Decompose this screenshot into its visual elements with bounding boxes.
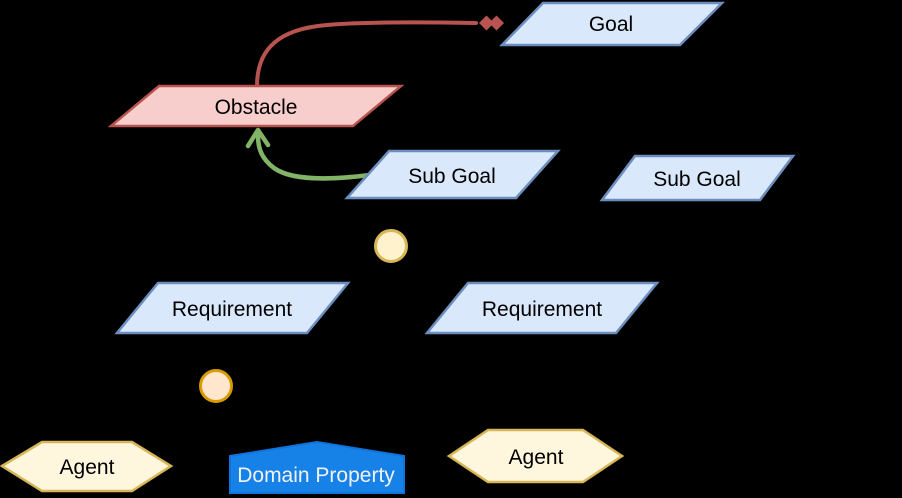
refinement-edges: [85, 44, 696, 447]
assignment-edge: [85, 395, 204, 447]
agent-right-node: [446, 428, 625, 484]
obstruction-arrow: [255, 15, 504, 88]
obstacle-node: [107, 84, 405, 128]
obstacle-label: Obstacle: [215, 96, 298, 119]
refinement-edge: [638, 44, 696, 157]
double-diamond-arrowhead: [479, 15, 494, 31]
refinement-edge: [232, 250, 378, 290]
goal-node: [499, 1, 726, 47]
resolution-arrow-line: [255, 133, 373, 181]
requirement-left-label: Requirement: [172, 298, 292, 321]
refinement-edge: [218, 333, 233, 370]
domain-property-label: Domain Property: [237, 464, 395, 487]
refinement-edge: [390, 195, 430, 232]
agent-right-label: Agent: [509, 446, 564, 469]
double-diamond-arrowhead: [489, 15, 504, 31]
assignment-edge: [531, 332, 544, 433]
sub-goal-left-label: Sub Goal: [408, 165, 496, 188]
refinement-edge: [545, 44, 587, 152]
agent-left-node: [0, 440, 174, 493]
and-junction-upper: [374, 229, 408, 263]
sub-goal-right-node: [599, 154, 796, 202]
agent-left-label: Agent: [60, 456, 115, 479]
open-arrowhead: [245, 127, 271, 149]
requirement-right-node: [424, 281, 660, 335]
domain-property-node: [229, 440, 405, 494]
assignment-edge: [227, 397, 316, 443]
refinement-edge: [405, 250, 537, 290]
or-junction-lower: [199, 369, 233, 403]
sub-goal-right-label: Sub Goal: [653, 168, 741, 191]
obstruction-arrow-line: [255, 20, 478, 88]
requirement-left-node: [114, 281, 351, 335]
requirement-right-label: Requirement: [482, 298, 602, 321]
resolution-arrow: [245, 127, 373, 181]
goal-label: Goal: [589, 13, 633, 36]
sub-goal-left-node: [344, 149, 561, 200]
